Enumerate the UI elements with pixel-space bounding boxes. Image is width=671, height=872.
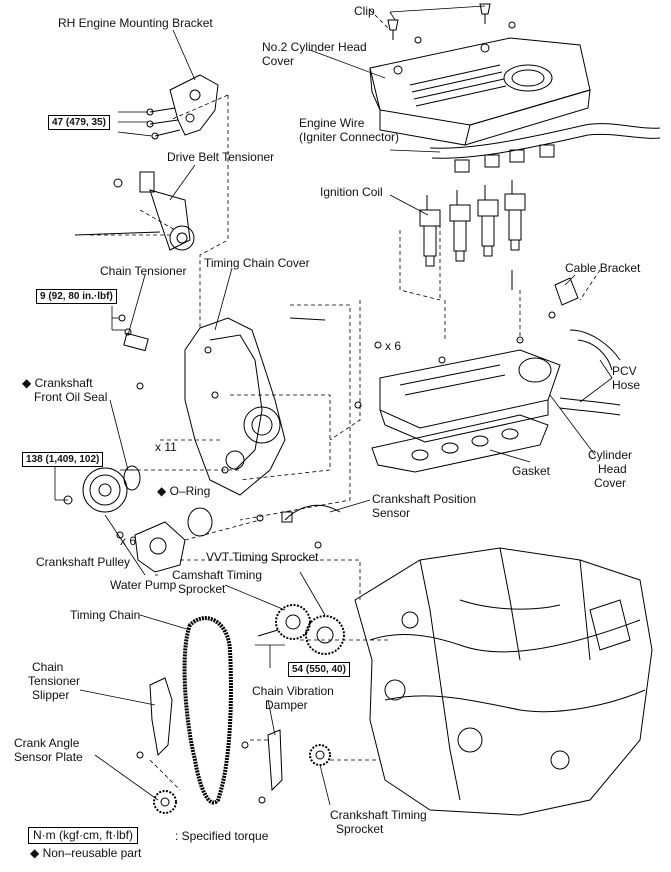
engine-wire-shape — [429, 123, 661, 173]
label-chain-tensioner-slipper-3: Slipper — [32, 688, 70, 702]
legend-torque-unit: N·m (kgf·cm, ft·lbf) — [28, 827, 138, 844]
timing-chain-shape — [182, 616, 233, 805]
label-chain-tensioner-slipper-1: Chain — [32, 660, 64, 674]
label-cylinder-head-cover-3: Cover — [594, 476, 627, 490]
camshaft-timing-sprocket-shape — [257, 604, 311, 640]
legend-nonreusable: ◆ Non–reusable part — [30, 846, 142, 860]
label-gasket: Gasket — [512, 464, 551, 478]
label-x11: x 11 — [155, 440, 177, 454]
label-water-pump: Water Pump — [110, 578, 177, 592]
label-crankshaft-timing-sprocket-1: Crankshaft Timing — [330, 808, 427, 822]
torque-box-mount-bracket: 47 (479, 35) — [48, 115, 110, 130]
engine-block-shape — [354, 547, 653, 816]
label-camshaft-timing-sprocket-1: Camshaft Timing — [172, 568, 263, 582]
label-clip: Clip — [354, 4, 375, 18]
label-timing-chain: Timing Chain — [70, 608, 141, 622]
crankshaft-position-sensor-shape — [256, 504, 341, 549]
o-ring-shape — [187, 507, 213, 537]
label-chain-vibration-damper-1: Chain Vibration — [252, 684, 334, 698]
chain-tensioner-slipper-shape — [136, 677, 173, 759]
cylinder-head-cover-shape — [354, 336, 561, 443]
label-chain-tensioner-slipper-2: Tensioner — [28, 674, 81, 688]
vvt-timing-sprocket-shape — [305, 615, 345, 655]
no2-cylinder-head-cover-shape — [369, 37, 591, 146]
label-cylinder-head-cover-2: Head — [598, 462, 627, 476]
label-engine-wire-1: Engine Wire — [299, 116, 365, 130]
clip-shapes — [387, 3, 516, 44]
label-camshaft-timing-sprocket-2: Sprocket — [178, 582, 226, 596]
label-crankshaft-pulley: Crankshaft Pulley — [36, 555, 131, 569]
chain-tensioner-shape — [118, 314, 149, 390]
water-pump-shape — [116, 521, 186, 573]
label-engine-wire-2: (Igniter Connector) — [299, 130, 400, 144]
crankshaft-pulley-shape — [63, 465, 141, 513]
label-x6-pump: x 6 — [120, 534, 137, 548]
label-chain-vibration-damper-2: Damper — [265, 698, 308, 712]
label-pcv-hose-2: Hose — [612, 378, 641, 392]
torque-box-crankshaft-pulley: 138 (1,409, 102) — [22, 452, 104, 467]
crank-angle-sensor-plate-shape — [153, 790, 177, 814]
label-ignition-coil: Ignition Coil — [320, 185, 383, 199]
rh-mounting-bracket-shape — [146, 74, 219, 140]
label-pcv-hose-1: PCV — [612, 364, 637, 378]
drive-belt-tensioner-shape — [74, 171, 195, 251]
label-x6-top: x 6 — [385, 339, 402, 353]
label-crankshaft-position-sensor-2: Sensor — [372, 506, 411, 520]
label-cylinder-head-cover-1: Cylinder — [588, 448, 633, 462]
label-rh-engine-mounting-bracket: RH Engine Mounting Bracket — [58, 16, 213, 30]
label-crankshaft-timing-sprocket-2: Sprocket — [336, 822, 384, 836]
leader-lines — [54, 5, 613, 806]
label-crankshaft-front-oil-seal-2: Front Oil Seal — [34, 390, 108, 404]
label-crankshaft-front-oil-seal-1: ◆ Crankshaft — [22, 376, 93, 390]
label-crankshaft-position-sensor-1: Crankshaft Position — [372, 492, 477, 506]
chain-vibration-damper-shape — [241, 729, 283, 804]
label-chain-tensioner: Chain Tensioner — [100, 264, 187, 278]
label-cable-bracket: Cable Bracket — [565, 261, 641, 275]
torque-box-camshaft-sprocket: 54 (550, 40) — [288, 662, 350, 677]
label-no2-cylinder-head-cover-2: Cover — [262, 54, 295, 68]
crankshaft-timing-sprocket-shape — [309, 744, 331, 766]
label-vvt-timing-sprocket: VVT Timing Sprocket — [206, 550, 319, 564]
pcv-hose-shape — [559, 329, 621, 416]
label-o-ring: ◆ O–Ring — [157, 484, 211, 498]
gasket-shape — [371, 414, 549, 473]
torque-box-chain-tensioner: 9 (92, 80 in.·lbf) — [36, 289, 117, 304]
label-no2-cylinder-head-cover-1: No.2 Cylinder Head — [262, 40, 367, 54]
label-crank-angle-sensor-plate-1: Crank Angle — [14, 736, 80, 750]
label-drive-belt-tensioner: Drive Belt Tensioner — [167, 150, 275, 164]
ignition-coil-shapes — [419, 180, 526, 267]
label-crank-angle-sensor-plate-2: Sensor Plate — [14, 750, 83, 764]
legend-torque-desc: : Specified torque — [175, 829, 269, 843]
cable-bracket-shape — [511, 270, 579, 319]
label-timing-chain-cover: Timing Chain Cover — [204, 256, 310, 270]
timing-chain-cover-shape — [184, 317, 326, 496]
